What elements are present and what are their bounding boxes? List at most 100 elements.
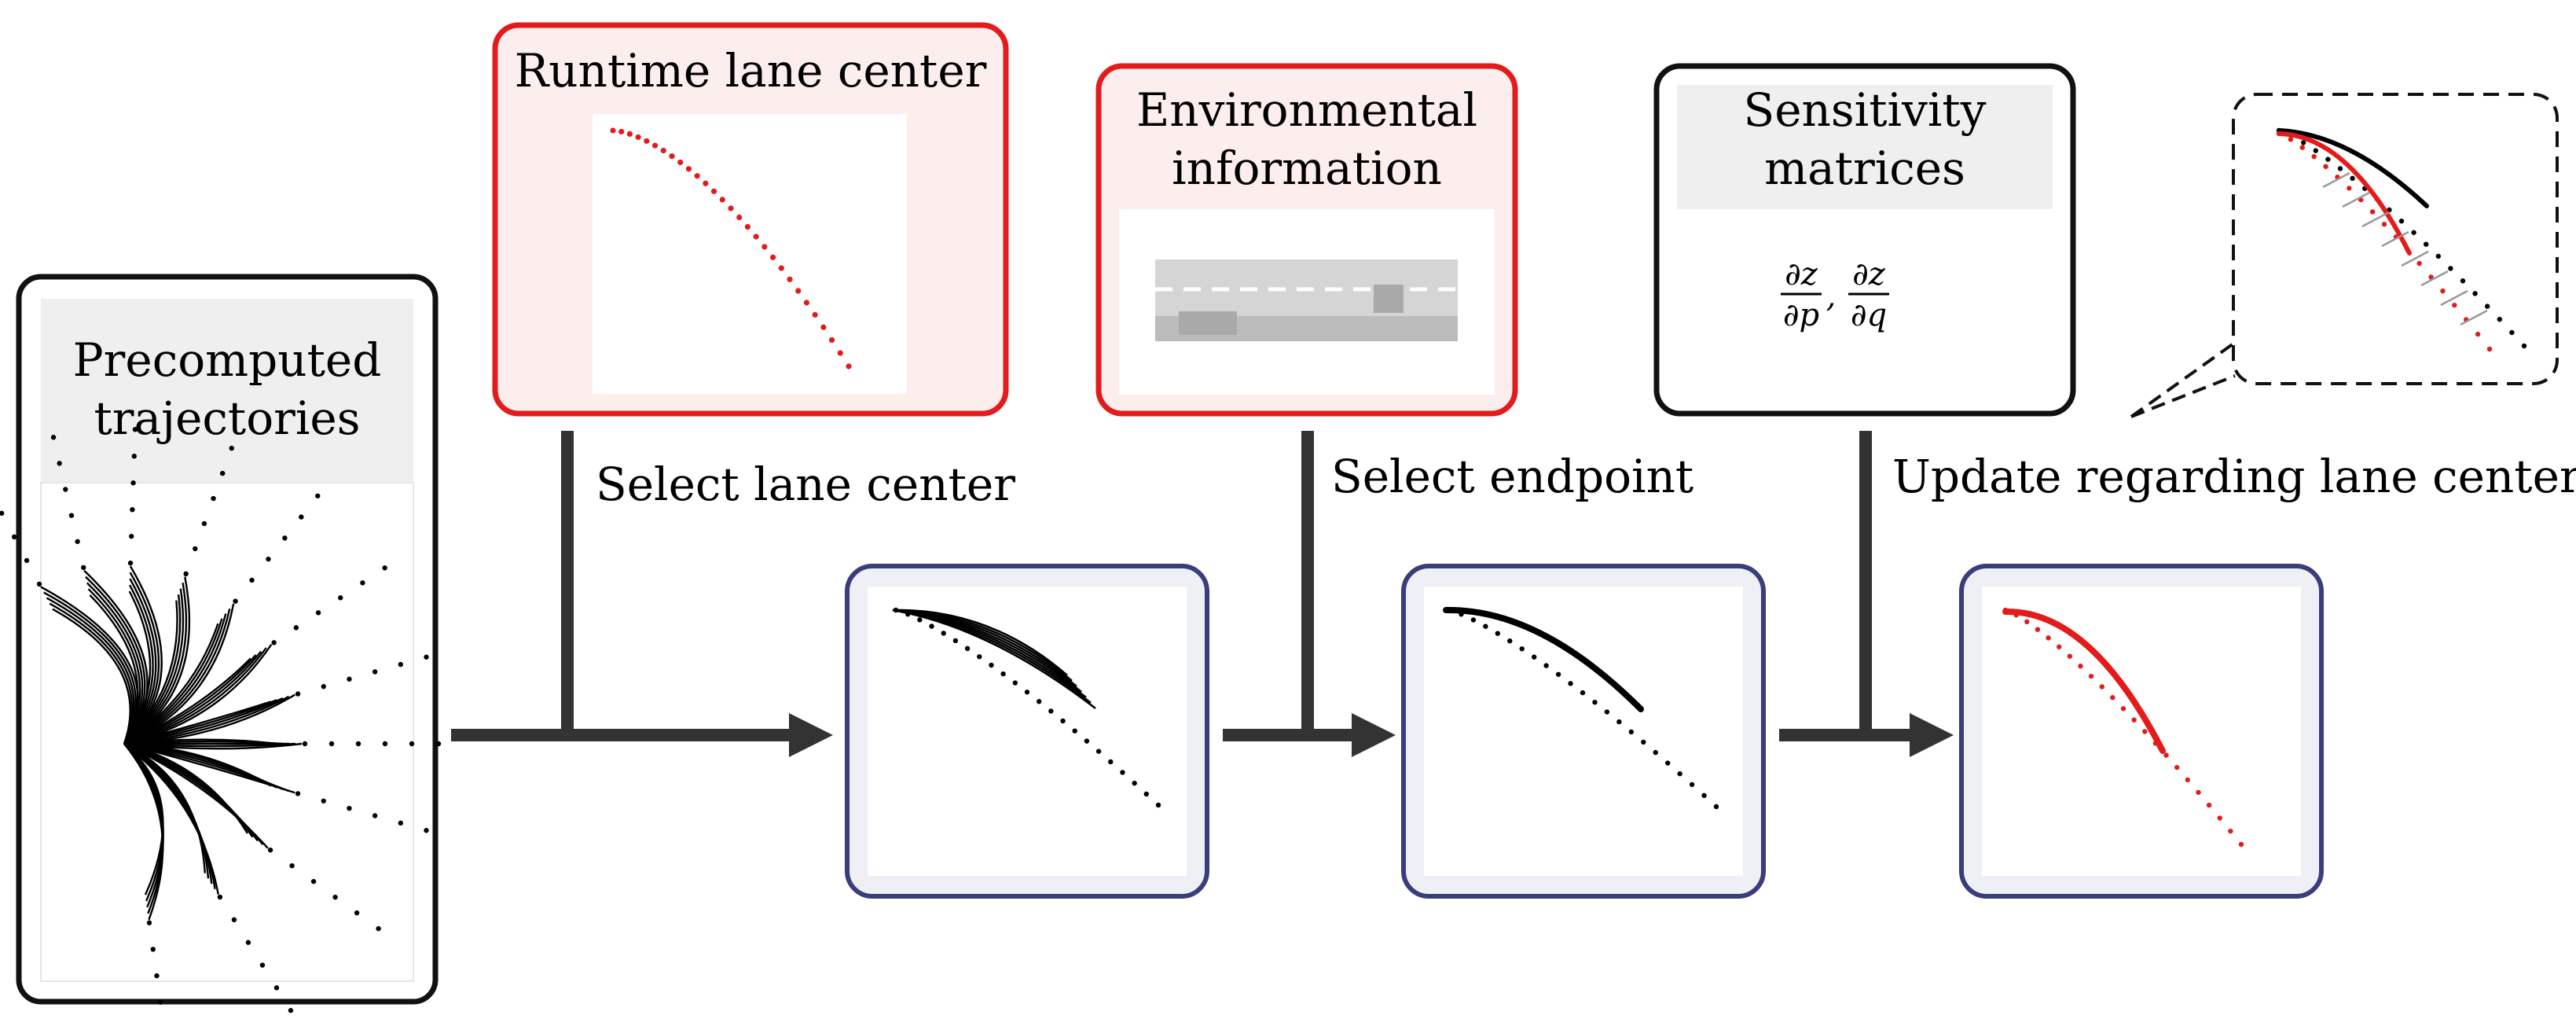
fan-dot <box>295 791 301 796</box>
fan-dot <box>158 999 163 1005</box>
fan-dot <box>201 520 207 527</box>
fan-dot <box>131 454 137 459</box>
fan-trajectory <box>123 742 295 794</box>
lane-dot <box>837 350 843 356</box>
fan-trajectory <box>86 582 144 745</box>
lane-dot <box>803 300 810 306</box>
lane-dot <box>1108 759 1114 765</box>
lane-dot <box>1592 699 1598 705</box>
fan-dot <box>315 610 321 616</box>
lane-dot <box>2035 627 2041 632</box>
lane-dot <box>929 623 934 629</box>
lane-dot <box>2485 303 2490 309</box>
lane-dot <box>1653 749 1658 756</box>
fan-trajectory <box>123 697 284 745</box>
fan-dotted-branch <box>267 847 381 932</box>
updated-trajectory <box>2002 608 2166 754</box>
lane-dot <box>2337 166 2343 171</box>
lane-dot <box>820 324 827 330</box>
fan-dot <box>193 546 198 552</box>
lane-dot <box>2398 219 2405 224</box>
fan-dot <box>398 820 404 826</box>
fan-dotted-branch <box>217 894 294 1013</box>
formula-denominator-p: ∂p <box>1783 297 1819 333</box>
lane-dot <box>2196 789 2201 796</box>
lane-dot <box>1095 748 1102 754</box>
fan-dotted-branch <box>0 510 42 587</box>
fan-dotted-branch <box>295 791 429 833</box>
fan-dot <box>266 556 271 562</box>
arrow-head-2 <box>1352 713 1396 757</box>
lane-dot <box>2142 729 2148 734</box>
runtime-title: Runtime lane center <box>515 44 987 97</box>
formula-separator: , <box>1826 278 1837 314</box>
lane-dot <box>2448 266 2453 271</box>
lane-dot <box>2174 764 2180 770</box>
fan-dot <box>299 514 304 520</box>
fan-dot <box>321 684 326 690</box>
fan-trajectory <box>123 743 164 921</box>
lane-dot <box>736 214 743 221</box>
lane-dot <box>1060 718 1066 724</box>
lane-dot <box>1689 781 1695 788</box>
fan-trajectory <box>87 588 141 745</box>
lane-dot <box>2299 145 2305 150</box>
fan-dot <box>355 741 361 747</box>
lane-dot <box>2110 695 2115 701</box>
lane-dot <box>1120 770 1125 775</box>
fan-trajectory <box>123 742 213 884</box>
lane-dot <box>1628 729 1635 735</box>
lane-dot <box>812 311 818 318</box>
lane-dot <box>703 180 709 186</box>
lane-dot <box>2120 706 2126 712</box>
lane-dot <box>626 131 633 137</box>
fan-dot <box>267 847 273 853</box>
arrow-head-3 <box>1910 713 1954 757</box>
lane-dot <box>1495 631 1501 636</box>
fan-trajectory <box>123 582 188 745</box>
lane-dot <box>1531 654 1537 660</box>
lane-dot <box>952 638 959 644</box>
fan-trajectory <box>123 578 157 745</box>
correction-vector <box>2401 250 2429 267</box>
sensitivity-title-line1: Sensitivity <box>1744 83 1987 137</box>
obstacle-vehicle-1 <box>1374 285 1404 313</box>
lane-dot <box>795 288 802 294</box>
lane-dot <box>2416 260 2422 267</box>
fan-trajectory <box>123 623 219 745</box>
fan-dot <box>382 741 388 747</box>
fan-dot <box>81 564 86 571</box>
lane-dot <box>1483 623 1488 629</box>
fan-dot <box>11 534 17 540</box>
lane-dot <box>2472 291 2478 296</box>
fan-dot <box>302 741 308 747</box>
lane-dot <box>618 128 625 135</box>
lane-dot <box>1084 738 1090 744</box>
fan-trajectory <box>123 743 164 914</box>
fan-dot <box>231 917 237 923</box>
lane-dot <box>761 244 768 250</box>
lane-dot <box>1155 802 1161 808</box>
lane-dot <box>2325 156 2331 162</box>
lane-dot <box>846 363 852 370</box>
selected-lane-box <box>845 564 1209 899</box>
fan-dot <box>75 539 80 544</box>
fan-dot <box>154 973 160 979</box>
selected-trajectory <box>1443 606 1644 712</box>
lane-dot <box>2301 140 2306 145</box>
fan-dot <box>233 598 238 604</box>
fan-dot <box>127 560 134 566</box>
lane-dot <box>2228 828 2233 834</box>
step-label-update-lane-center: Update regarding lane center <box>1892 450 2576 503</box>
lane-dot <box>787 276 793 282</box>
zoom-detail <box>2276 127 2527 352</box>
fan-trajectory <box>123 613 227 745</box>
fan-dot <box>372 813 378 818</box>
lane-dot <box>2347 186 2352 191</box>
formula-numerator-1: ∂z <box>1785 256 1818 292</box>
selected-endpoint-box <box>1401 564 1766 899</box>
fan-trajectory <box>52 608 131 745</box>
lane-dot <box>1024 690 1030 695</box>
fan-trajectory <box>89 594 139 745</box>
fan-dot <box>36 581 42 587</box>
